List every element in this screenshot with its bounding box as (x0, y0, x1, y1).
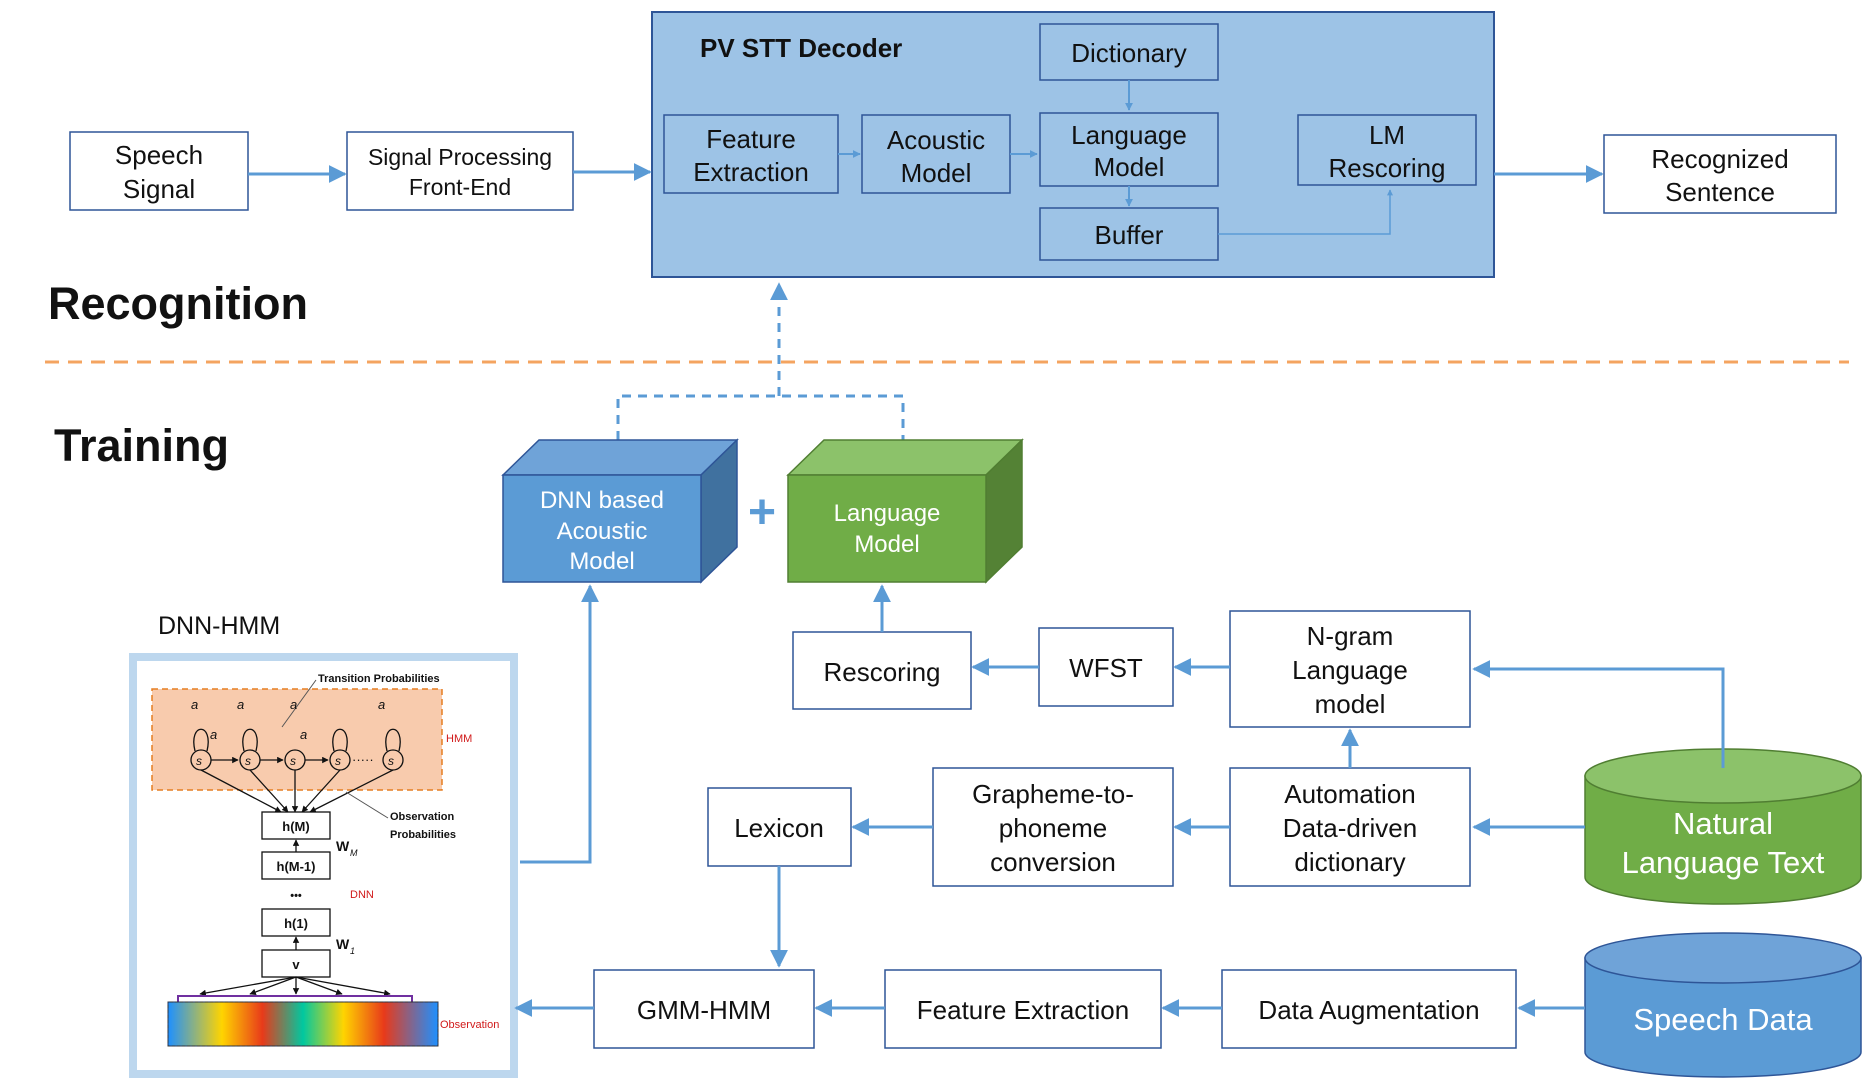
svg-text:model: model (1315, 689, 1386, 719)
svg-text:a: a (378, 697, 385, 712)
acoustic-model-box: Acoustic Model (861, 114, 1011, 194)
svg-text:Language Text: Language Text (1622, 845, 1825, 880)
svg-text:Model: Model (569, 548, 634, 575)
svg-text:Speech: Speech (115, 140, 203, 170)
svg-text:Dictionary: Dictionary (1071, 38, 1187, 68)
feature-extraction-box: Feature Extraction (663, 114, 839, 194)
svg-text:a: a (290, 697, 297, 712)
dnn-hmm-title: DNN-HMM (158, 612, 280, 640)
svg-text:DNN: DNN (350, 889, 374, 901)
rescoring-box: Rescoring (792, 631, 972, 710)
svg-text:v: v (292, 957, 300, 972)
svg-text:Extraction: Extraction (693, 157, 809, 187)
signal-processing-box: Signal Processing Front-End (346, 131, 574, 211)
arrow-buffer-to-rescoring (1218, 189, 1393, 235)
lm-rescoring-box: LM Rescoring (1297, 114, 1477, 186)
svg-text:h(1): h(1) (284, 916, 308, 931)
svg-text:DNN based: DNN based (540, 487, 664, 514)
svg-text:Sentence: Sentence (1665, 177, 1775, 207)
svg-text:s: s (196, 754, 202, 768)
svg-text:phoneme: phoneme (999, 813, 1107, 843)
arrow-dnnhmm-to-acoustic-model (520, 584, 599, 864)
speech-data-cylinder: Speech Data (1584, 932, 1862, 1078)
svg-text:dictionary: dictionary (1294, 847, 1405, 877)
svg-text:Feature: Feature (706, 124, 796, 154)
svg-text:Observation: Observation (390, 811, 454, 823)
svg-text:Front-End: Front-End (409, 174, 511, 200)
dashed-connector (616, 394, 905, 440)
svg-text:Transition Probabilities: Transition Probabilities (318, 673, 440, 685)
svg-text:LM: LM (1369, 120, 1405, 150)
arrow-text-to-ngram (1472, 660, 1725, 768)
svg-text:Model: Model (901, 158, 972, 188)
svg-text:a: a (210, 727, 217, 742)
svg-text:s: s (290, 754, 296, 768)
svg-text:Natural: Natural (1673, 806, 1773, 841)
dictionary-box: Dictionary (1039, 23, 1219, 81)
svg-text:WFST: WFST (1069, 653, 1143, 683)
svg-text:Feature Extraction: Feature Extraction (917, 995, 1129, 1025)
svg-text:HMM: HMM (446, 733, 472, 745)
svg-text:Model: Model (1094, 152, 1165, 182)
dnn-hmm-panel: Transition Probabilities HMM a a a a a a… (129, 653, 518, 1078)
natural-language-text-cylinder: Natural Language Text (1584, 748, 1862, 905)
wfst-box: WFST (1038, 627, 1174, 707)
svg-text:Model: Model (854, 531, 919, 558)
svg-text:Observation: Observation (440, 1019, 499, 1031)
svg-text:Probabilities: Probabilities (390, 829, 456, 841)
svg-text:Language: Language (1071, 120, 1187, 150)
svg-text:Speech Data: Speech Data (1633, 1002, 1813, 1037)
automation-box: Automation Data-driven dictionary (1229, 767, 1471, 887)
svg-text:s: s (245, 754, 251, 768)
decoder-language-model-box: Language Model (1039, 112, 1219, 187)
svg-text:a: a (237, 697, 244, 712)
svg-text:Acoustic: Acoustic (887, 125, 985, 155)
dnn-acoustic-model-cube: DNN based Acoustic Model (501, 438, 739, 584)
svg-text:Buffer: Buffer (1095, 220, 1164, 250)
svg-text:GMM-HMM: GMM-HMM (637, 995, 771, 1025)
svg-text:W: W (336, 936, 350, 952)
svg-text:Data-driven: Data-driven (1283, 813, 1417, 843)
training-heading: Training (54, 420, 229, 471)
recognition-heading: Recognition (48, 278, 308, 329)
data-augmentation-box: Data Augmentation (1221, 969, 1517, 1049)
training-feature-extraction-box: Feature Extraction (884, 969, 1162, 1049)
svg-text:Language: Language (834, 500, 941, 527)
lexicon-box: Lexicon (707, 787, 852, 867)
ngram-box: N-gram Language model (1229, 610, 1471, 728)
svg-text:Rescoring: Rescoring (823, 657, 940, 687)
buffer-box: Buffer (1039, 207, 1219, 261)
svg-text:a: a (191, 697, 198, 712)
svg-text:·····: ····· (352, 752, 374, 767)
svg-text:a: a (300, 727, 307, 742)
speech-signal-box: Speech Signal (69, 131, 249, 211)
svg-text:•••: ••• (290, 890, 302, 902)
language-model-cube: Language Model (786, 438, 1024, 584)
svg-text:s: s (388, 754, 394, 768)
svg-text:conversion: conversion (990, 847, 1116, 877)
svg-text:Signal: Signal (123, 174, 195, 204)
svg-text:Lexicon: Lexicon (734, 813, 824, 843)
svg-text:Acoustic: Acoustic (557, 518, 648, 545)
svg-text:Automation: Automation (1284, 779, 1416, 809)
svg-text:M: M (350, 848, 358, 858)
svg-text:N-gram: N-gram (1307, 621, 1394, 651)
gmm-hmm-box: GMM-HMM (593, 969, 815, 1049)
svg-text:Signal Processing: Signal Processing (368, 144, 552, 170)
svg-text:Rescoring: Rescoring (1328, 153, 1445, 183)
decoder-title: PV STT Decoder (700, 33, 902, 63)
svg-text:h(M): h(M) (282, 819, 309, 834)
svg-text:1: 1 (350, 946, 355, 956)
svg-text:h(M-1): h(M-1) (277, 859, 316, 874)
svg-text:W: W (336, 838, 350, 854)
svg-text:Data Augmentation: Data Augmentation (1258, 995, 1479, 1025)
svg-text:Grapheme-to-: Grapheme-to- (972, 779, 1134, 809)
svg-text:s: s (335, 754, 341, 768)
plus-sign: + (748, 486, 776, 539)
g2p-box: Grapheme-to- phoneme conversion (932, 767, 1174, 887)
recognized-sentence-box: Recognized Sentence (1603, 134, 1837, 214)
svg-text:Recognized: Recognized (1651, 144, 1788, 174)
svg-text:Language: Language (1292, 655, 1408, 685)
